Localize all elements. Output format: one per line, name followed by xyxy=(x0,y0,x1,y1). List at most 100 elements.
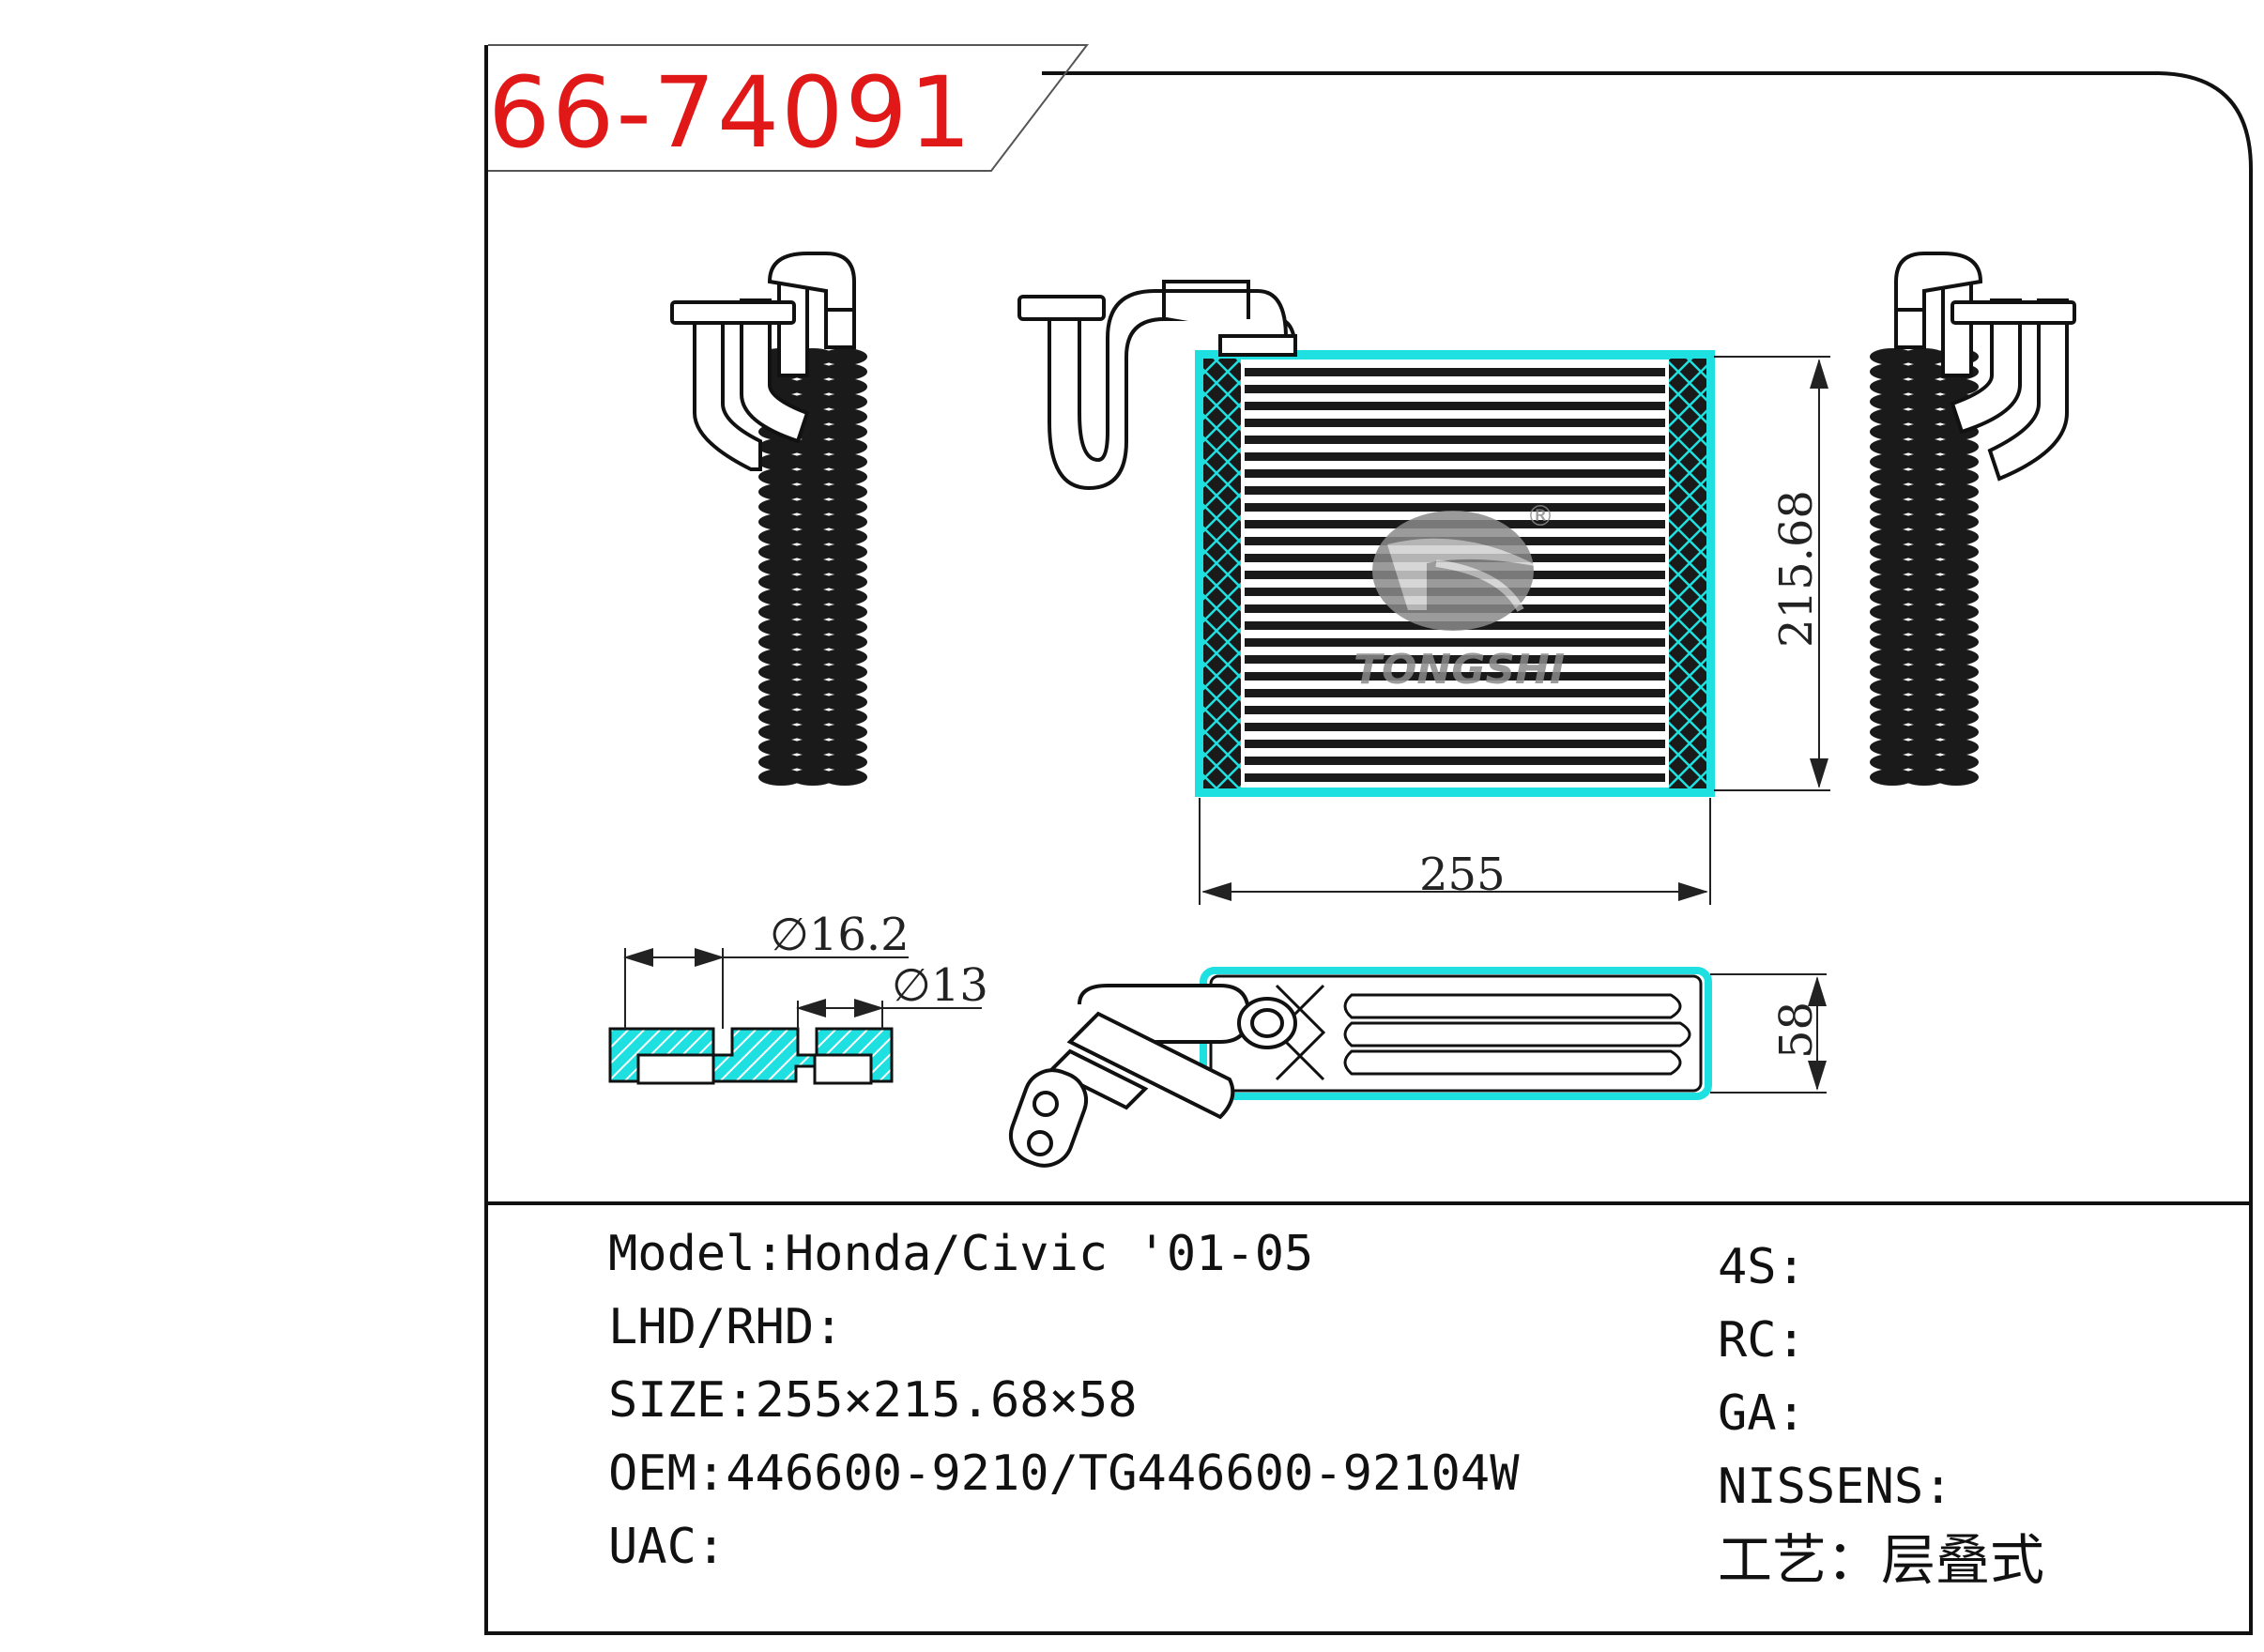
side-rib xyxy=(1902,393,1947,410)
side-rib xyxy=(758,634,803,650)
side-rib xyxy=(1870,423,1915,440)
side-rib xyxy=(1902,438,1947,455)
side-rib xyxy=(1934,498,1979,515)
pipe-outer-diameter-label: ∅16.2 xyxy=(770,909,910,961)
core-fin xyxy=(1245,503,1665,512)
side-rib xyxy=(1934,739,1979,756)
side-rib xyxy=(758,724,803,741)
side-rib xyxy=(758,649,803,665)
side-rib xyxy=(1902,694,1947,711)
side-rib xyxy=(758,498,803,515)
core-fin xyxy=(1245,773,1665,782)
side-rib xyxy=(758,619,803,635)
spec-oem: OEM:446600-9210/TG446600-92104W xyxy=(608,1446,1520,1502)
side-rib xyxy=(790,724,835,741)
side-rib xyxy=(822,589,867,605)
side-rib xyxy=(1934,513,1979,530)
side-rib xyxy=(1934,468,1979,485)
side-rib xyxy=(790,739,835,756)
side-rib xyxy=(822,393,867,410)
core-fin xyxy=(1245,402,1665,410)
side-rib xyxy=(790,378,835,395)
side-rib xyxy=(822,513,867,530)
side-rib xyxy=(1870,348,1915,365)
side-rib xyxy=(1934,634,1979,650)
side-rib xyxy=(1902,604,1947,620)
side-rib xyxy=(1902,724,1947,741)
side-rib xyxy=(822,423,867,440)
side-rib xyxy=(758,739,803,756)
side-rib xyxy=(1870,408,1915,425)
side-rib xyxy=(1902,739,1947,756)
side-rib xyxy=(1902,769,1947,786)
side-rib xyxy=(822,664,867,681)
side-rib xyxy=(1870,363,1915,380)
side-rib xyxy=(822,619,867,635)
side-rib xyxy=(1902,709,1947,726)
side-rib xyxy=(822,739,867,756)
left-side-ribs xyxy=(758,348,867,786)
side-rib xyxy=(822,438,867,455)
side-rib xyxy=(1870,483,1915,500)
process-type: 工艺：层叠式 xyxy=(1718,1528,2045,1592)
core-fin xyxy=(1245,368,1665,376)
side-rib xyxy=(1870,498,1915,515)
side-rib xyxy=(1902,363,1947,380)
side-rib xyxy=(758,604,803,620)
depth-label: 58 xyxy=(1770,1002,1823,1059)
side-rib xyxy=(790,513,835,530)
crossref-nissens: NISSENS: xyxy=(1718,1459,1953,1515)
side-rib xyxy=(758,574,803,590)
side-rib xyxy=(1934,754,1979,771)
right-tank xyxy=(1669,359,1706,788)
part-number-tab xyxy=(488,44,1090,172)
side-rib xyxy=(822,724,867,741)
side-rib xyxy=(790,558,835,575)
evaporator-left-side-view xyxy=(670,252,867,786)
side-rib xyxy=(790,574,835,590)
pipe-inner-diameter-label: ∅13 xyxy=(892,959,988,1012)
side-rib xyxy=(822,769,867,786)
side-rib xyxy=(822,348,867,365)
side-rib xyxy=(758,438,803,455)
side-rib xyxy=(1870,619,1915,635)
side-rib xyxy=(822,408,867,425)
pipe-flange-section: ∅16.2 ∅13 xyxy=(608,909,988,1085)
side-rib xyxy=(790,468,835,485)
height-label: 215.68 xyxy=(1770,490,1823,648)
core-fin xyxy=(1245,757,1665,765)
evaporator-top-view: 58 xyxy=(1008,967,1827,1168)
core-fin xyxy=(1245,452,1665,461)
side-rib xyxy=(1870,664,1915,681)
inlet-outlet-pipes xyxy=(1017,280,1297,491)
side-rib xyxy=(790,679,835,696)
side-rib xyxy=(1870,558,1915,575)
side-rib xyxy=(1902,468,1947,485)
core-fin xyxy=(1245,689,1665,697)
side-rib xyxy=(758,453,803,470)
side-rib xyxy=(758,679,803,696)
side-rib xyxy=(790,649,835,665)
drawing-frame xyxy=(484,45,2253,1635)
side-rib xyxy=(790,619,835,635)
side-rib xyxy=(1870,649,1915,665)
side-rib xyxy=(822,543,867,560)
side-rib xyxy=(822,634,867,650)
left-tank xyxy=(1203,359,1241,788)
side-rib xyxy=(1902,348,1947,365)
side-rib xyxy=(790,589,835,605)
side-rib xyxy=(1870,543,1915,560)
side-rib xyxy=(1934,589,1979,605)
side-rib xyxy=(822,574,867,590)
side-rib xyxy=(1934,483,1979,500)
side-rib xyxy=(822,363,867,380)
side-rib xyxy=(1934,574,1979,590)
side-rib xyxy=(1870,438,1915,455)
side-rib xyxy=(1934,378,1979,395)
side-rib xyxy=(1902,513,1947,530)
side-rib xyxy=(1902,754,1947,771)
side-rib xyxy=(1902,649,1947,665)
side-rib xyxy=(822,709,867,726)
side-rib xyxy=(758,769,803,786)
side-rib xyxy=(1870,679,1915,696)
